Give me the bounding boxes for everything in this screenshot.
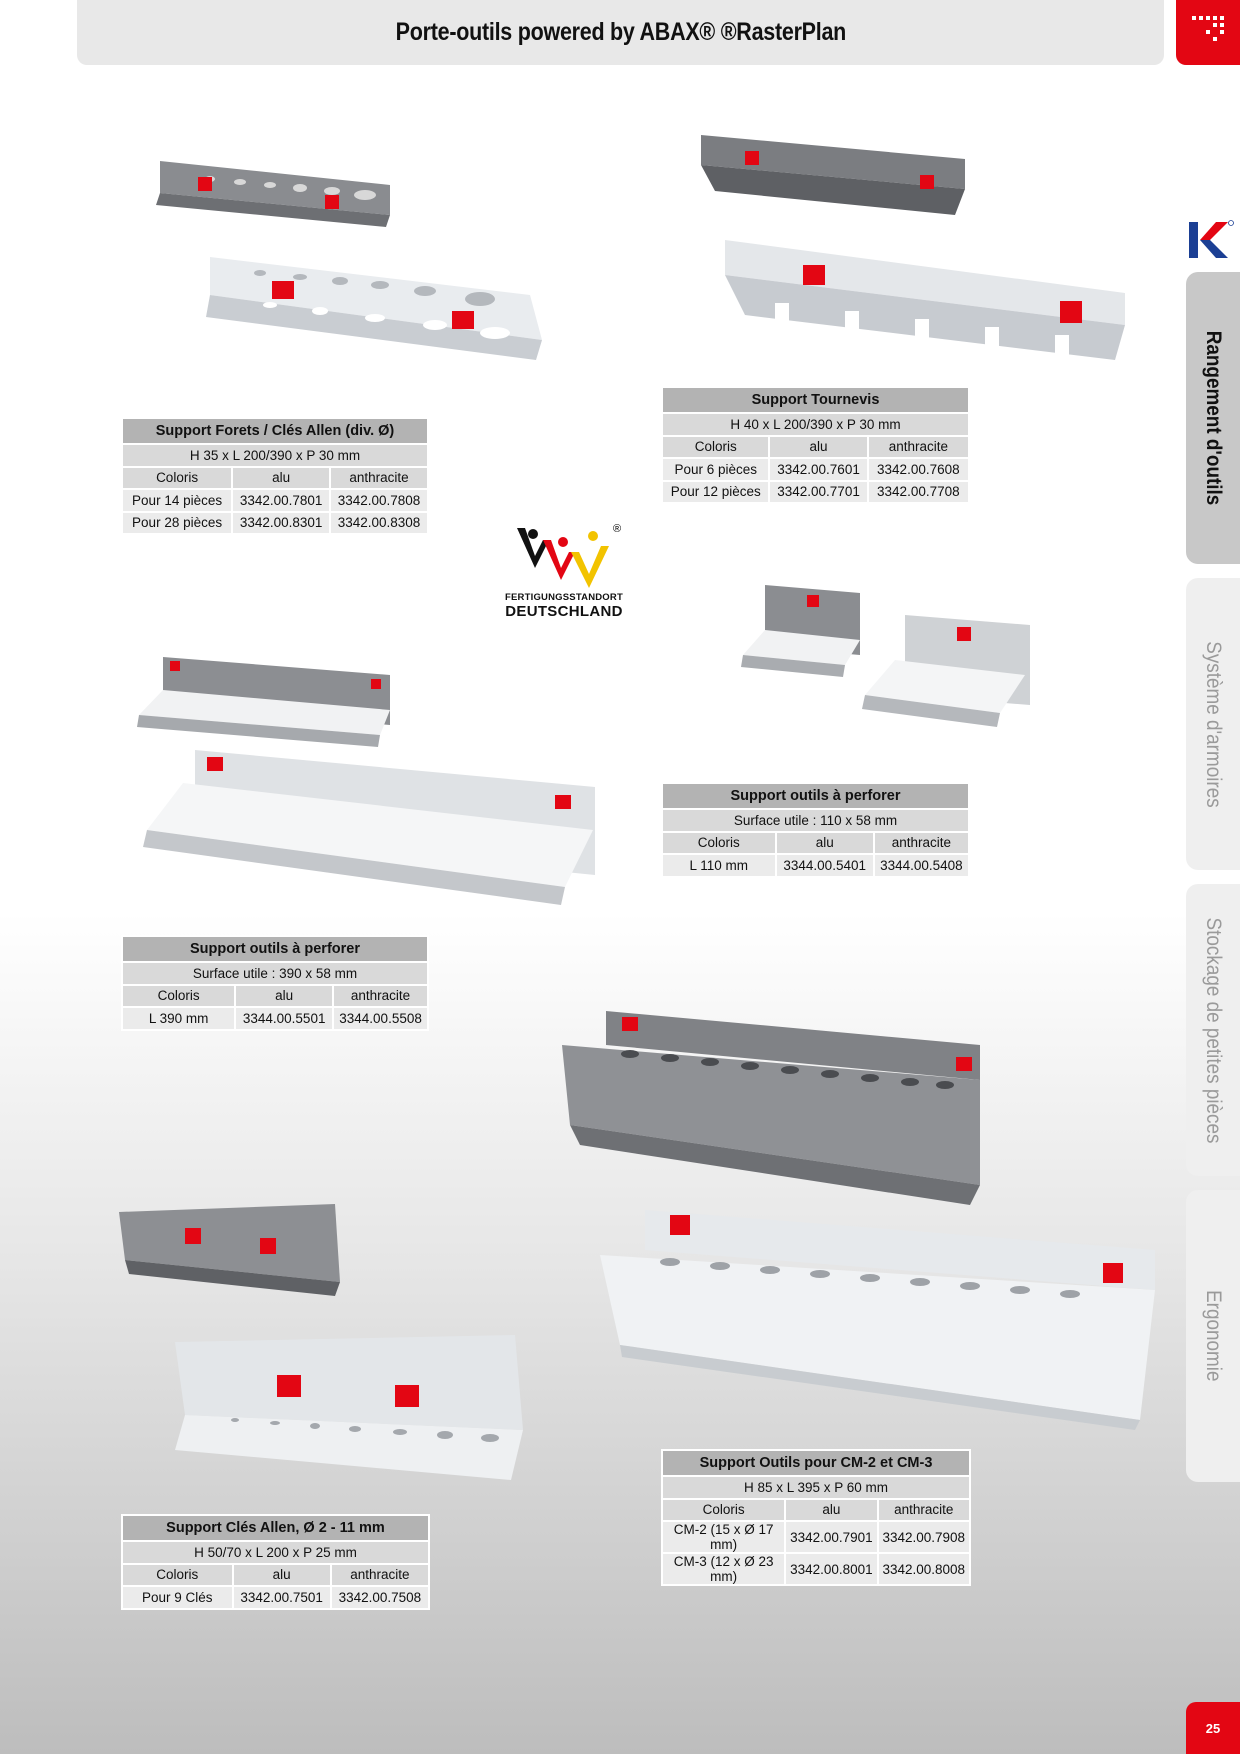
- table-dimensions: H 40 x L 200/390 x P 30 mm: [661, 412, 970, 437]
- tab-stockage-petites-pieces[interactable]: Stockage de petites pièces: [1186, 884, 1240, 1176]
- table-row: L 110 mm 3344.00.5401 3344.00.5408: [661, 853, 971, 878]
- table-title: Support Tournevis: [661, 386, 970, 414]
- product-image-cm: [560, 1005, 1160, 1435]
- registered-mark: ®: [613, 523, 621, 535]
- product-image-allen: [115, 1200, 555, 1500]
- table-dimensions: H 85 x L 395 x P 60 mm: [661, 1475, 971, 1500]
- table-cell: Pour 14 pièces: [120, 488, 234, 513]
- badge-line-2: DEUTSCHLAND: [505, 603, 623, 620]
- col-header: Coloris: [660, 1497, 787, 1522]
- table-cell: 3342.00.8008: [876, 1552, 972, 1586]
- col-header: Coloris: [660, 434, 771, 459]
- table-support-perforer-small: Support outils à perforer Surface utile …: [661, 782, 971, 878]
- tab-label: Rangement d'outils: [1202, 330, 1225, 506]
- table-cell: 3342.00.7908: [876, 1520, 972, 1554]
- col-header: anthracite: [329, 465, 429, 490]
- table-cell: Pour 6 pièces: [660, 457, 771, 482]
- tab-label: Stockage de petites pièces: [1202, 917, 1225, 1143]
- table-support-forets: Support Forets / Clés Allen (div. Ø) H 3…: [120, 417, 429, 535]
- col-header: alu: [231, 465, 332, 490]
- table-cell: 3342.00.8301: [231, 510, 332, 535]
- col-header: alu: [784, 1497, 879, 1522]
- raster-grid-icon: [1192, 16, 1224, 41]
- table-cell: 3342.00.8308: [329, 510, 429, 535]
- tab-systeme-armoires[interactable]: Système d'armoires: [1186, 578, 1240, 870]
- table-dimensions: Surface utile : 110 x 58 mm: [661, 808, 970, 833]
- col-header: alu: [768, 434, 869, 459]
- col-header: Coloris: [661, 830, 777, 855]
- table-cell: Pour 12 pièces: [660, 479, 771, 504]
- table-row: L 390 mm 3344.00.5501 3344.00.5508: [120, 1006, 429, 1031]
- page-header: Porte-outils powered by ABAX® ®RasterPla…: [77, 0, 1164, 65]
- col-header: anthracite: [332, 983, 429, 1008]
- table-title: Support Clés Allen, Ø 2 - 11 mm: [121, 1514, 430, 1542]
- product-image-perforer-small: [735, 585, 1035, 755]
- table-cell: 3342.00.7708: [866, 479, 971, 504]
- table-cell: 3342.00.7508: [329, 1585, 431, 1610]
- page-number: 25: [1186, 1702, 1240, 1754]
- table-row: Pour 28 pièces 3342.00.8301 3342.00.8308: [120, 510, 429, 535]
- col-header: anthracite: [329, 1562, 431, 1587]
- table-title: Support Outils pour CM-2 et CM-3: [661, 1449, 971, 1477]
- col-header: Coloris: [120, 983, 237, 1008]
- made-in-germany-badge: ® FERTIGUNGSSTANDORT DEUTSCHLAND: [505, 518, 623, 622]
- table-support-perforer-large: Support outils à perforer Surface utile …: [120, 935, 429, 1031]
- table-dimensions: H 35 x L 200/390 x P 30 mm: [121, 443, 429, 468]
- tab-ergonomie[interactable]: Ergonomie: [1186, 1190, 1240, 1482]
- table-cell: 3342.00.7808: [329, 488, 429, 513]
- table-cell: 3344.00.5401: [774, 853, 875, 878]
- col-header: alu: [234, 983, 335, 1008]
- product-image-tournevis: [695, 125, 1135, 375]
- table-title: Support outils à perforer: [661, 782, 970, 810]
- table-row: Pour 6 pièces 3342.00.7601 3342.00.7608: [660, 457, 971, 482]
- table-dimensions: H 50/70 x L 200 x P 25 mm: [121, 1540, 430, 1565]
- table-title: Support outils à perforer: [121, 935, 429, 963]
- table-cell: 3342.00.7701: [768, 479, 869, 504]
- table-cell: 3342.00.7501: [231, 1585, 332, 1610]
- col-header: alu: [231, 1562, 332, 1587]
- table-cell: L 110 mm: [661, 853, 777, 878]
- product-image-forets: [150, 155, 550, 395]
- product-image-perforer-large: [135, 655, 605, 920]
- tab-label: Ergonomie: [1202, 1290, 1225, 1382]
- table-dimensions: Surface utile : 390 x 58 mm: [121, 961, 429, 986]
- table-cell: CM-2 (15 x Ø 17 mm): [660, 1520, 787, 1554]
- table-row: Pour 14 pièces 3342.00.7801 3342.00.7808: [120, 488, 429, 513]
- table-cell: 3342.00.7801: [231, 488, 332, 513]
- brand-corner-logo: [1176, 0, 1240, 65]
- table-cell: Pour 9 Clés: [121, 1585, 234, 1610]
- table-row: Pour 9 Clés 3342.00.7501 3342.00.7508: [121, 1585, 431, 1610]
- col-header: anthracite: [866, 434, 971, 459]
- tab-label: Système d'armoires: [1202, 640, 1225, 808]
- table-cell: 3342.00.7608: [866, 457, 971, 482]
- table-cell: 3342.00.7901: [784, 1520, 879, 1554]
- badge-line-1: FERTIGUNGSSTANDORT: [505, 592, 623, 603]
- table-cell: Pour 28 pièces: [120, 510, 234, 535]
- table-cell: 3342.00.8001: [784, 1552, 879, 1586]
- table-row: Pour 12 pièces 3342.00.7701 3342.00.7708: [660, 479, 971, 504]
- table-cell: 3344.00.5408: [872, 853, 971, 878]
- col-header: Coloris: [120, 465, 234, 490]
- col-header: alu: [774, 830, 875, 855]
- col-header: anthracite: [876, 1497, 972, 1522]
- tab-rangement-outils[interactable]: Rangement d'outils: [1186, 272, 1240, 564]
- table-row: CM-2 (15 x Ø 17 mm) 3342.00.7901 3342.00…: [660, 1520, 972, 1554]
- table-title: Support Forets / Clés Allen (div. Ø): [121, 417, 429, 445]
- table-cell: 3342.00.7601: [768, 457, 869, 482]
- table-support-cm: Support Outils pour CM-2 et CM-3 H 85 x …: [660, 1449, 972, 1586]
- table-cell: L 390 mm: [120, 1006, 237, 1031]
- table-cell: 3344.00.5508: [332, 1006, 429, 1031]
- table-cell: CM-3 (12 x Ø 23 mm): [660, 1552, 787, 1586]
- table-support-allen: Support Clés Allen, Ø 2 - 11 mm H 50/70 …: [121, 1514, 431, 1610]
- col-header: anthracite: [872, 830, 971, 855]
- page-title: Porte-outils powered by ABAX® ®RasterPla…: [395, 18, 846, 46]
- table-cell: 3344.00.5501: [234, 1006, 335, 1031]
- figures-logo-icon: ®: [517, 523, 621, 588]
- table-row: CM-3 (12 x Ø 23 mm) 3342.00.8001 3342.00…: [660, 1552, 972, 1586]
- col-header: Coloris: [121, 1562, 234, 1587]
- table-support-tournevis: Support Tournevis H 40 x L 200/390 x P 3…: [660, 386, 971, 504]
- k-brand-logo: [1189, 220, 1234, 258]
